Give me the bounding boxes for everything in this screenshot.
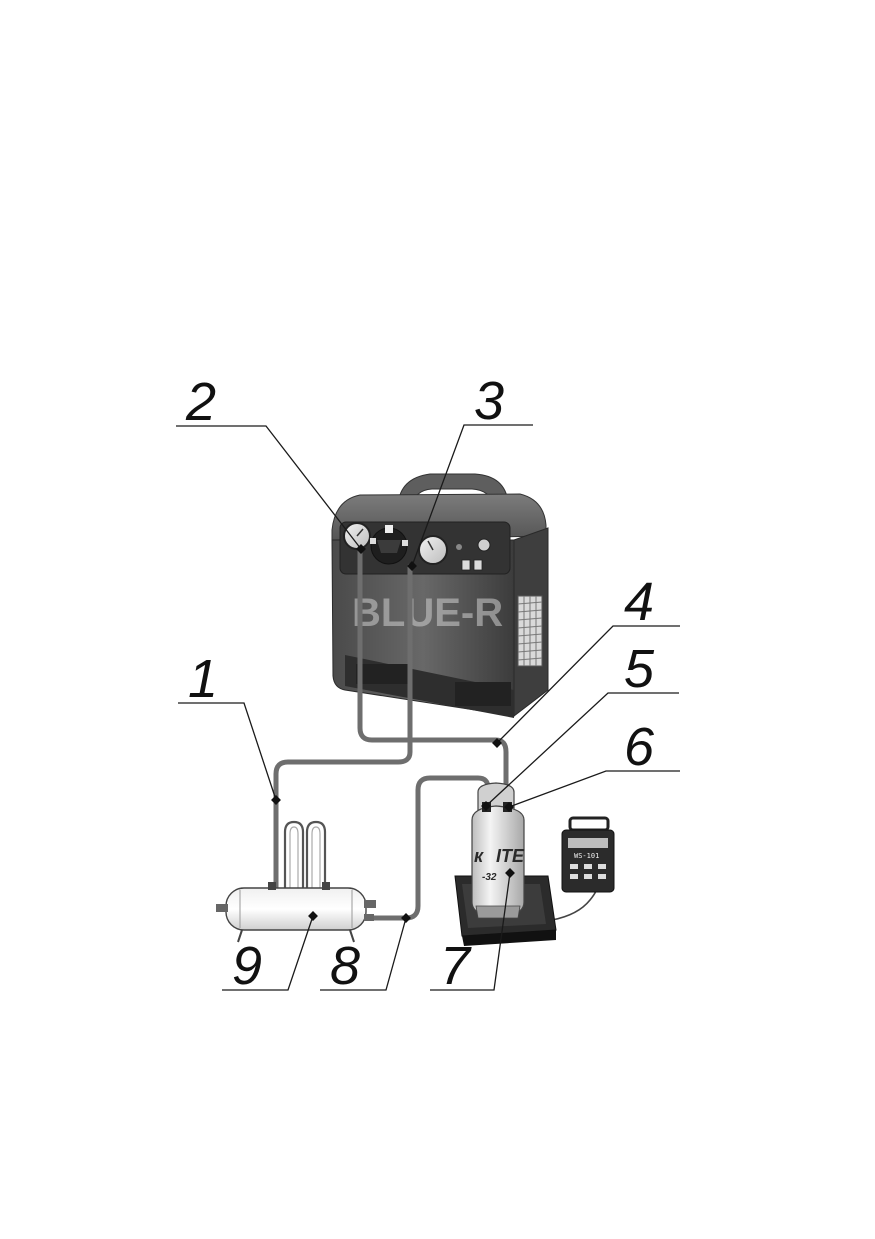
unit-side-grille xyxy=(517,595,543,667)
marker-6 xyxy=(504,802,514,812)
leader-6 xyxy=(508,770,680,808)
callout-number-9: 9 xyxy=(232,936,262,996)
scale-model-label: WS-101 xyxy=(574,852,599,860)
leader-3 xyxy=(411,424,533,567)
leader-7 xyxy=(430,872,511,991)
callout-markers xyxy=(271,544,515,923)
cylinder-label: ITE xyxy=(496,846,525,866)
small-pressure-gauge xyxy=(477,538,491,552)
callout-number-2: 2 xyxy=(185,372,216,432)
refrigerant-cylinder: к ITE -32 xyxy=(471,782,525,919)
start-switch xyxy=(473,559,483,571)
leader-4 xyxy=(496,625,680,744)
callout-number-7: 7 xyxy=(440,936,472,996)
callout-number-5: 5 xyxy=(624,639,655,699)
tank-tube-left xyxy=(283,820,305,888)
tank-body xyxy=(225,887,367,931)
marker-7 xyxy=(505,868,515,878)
hose-to-tank xyxy=(273,563,413,891)
marker-4 xyxy=(492,738,502,748)
tank-tube-right xyxy=(305,820,327,888)
cylinder-code: -32 xyxy=(482,872,497,883)
callout-number-6: 6 xyxy=(624,717,655,777)
hose-1 xyxy=(357,545,509,805)
marker-3 xyxy=(407,561,417,571)
callout-numbers: 1 2 3 4 5 6 7 8 9 xyxy=(185,371,655,996)
leader-1 xyxy=(178,702,277,801)
marker-1 xyxy=(271,795,281,805)
condenser-tank xyxy=(216,820,376,943)
leader-5 xyxy=(485,692,679,807)
marker-5 xyxy=(481,801,491,811)
indicator-light xyxy=(456,544,462,550)
leader-8 xyxy=(320,917,407,991)
scale-controller: WS-101 xyxy=(561,816,615,893)
recovery-unit: BLUE-R xyxy=(331,473,549,718)
callout-number-1: 1 xyxy=(188,649,218,709)
valve-knob xyxy=(370,525,408,565)
unit-brand: BLUE-R xyxy=(352,591,503,635)
leader-2 xyxy=(176,425,362,550)
marker-9 xyxy=(308,911,318,921)
callout-number-4: 4 xyxy=(624,572,654,632)
hoses xyxy=(273,545,601,921)
callout-number-8: 8 xyxy=(330,936,360,996)
leader-lines xyxy=(176,424,680,991)
unit-foot-right xyxy=(455,682,511,706)
callout-number-3: 3 xyxy=(474,371,504,431)
cylinder-label-left: к xyxy=(474,846,484,866)
power-switch xyxy=(461,559,471,571)
marker-2 xyxy=(356,544,366,554)
unit-foot-left xyxy=(356,664,408,684)
leader-9 xyxy=(222,915,314,991)
hose-8 xyxy=(369,775,491,921)
scale-display xyxy=(568,838,608,848)
marker-8 xyxy=(401,913,411,923)
